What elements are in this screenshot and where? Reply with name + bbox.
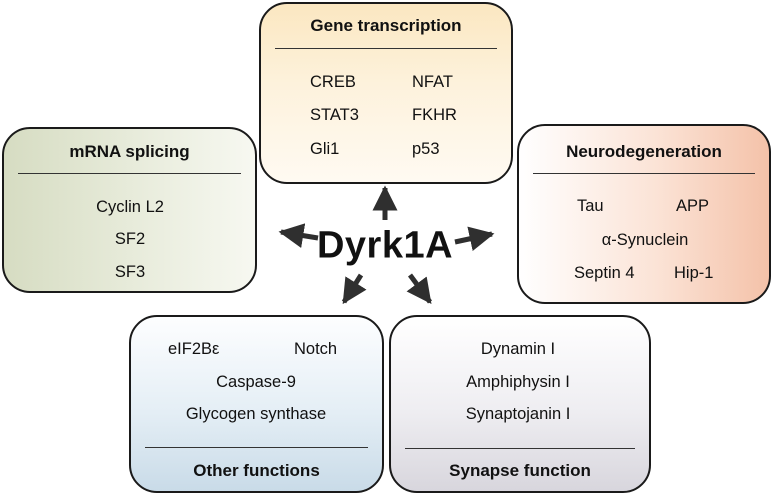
other-item-glycogen-synthase: Glycogen synthase (185, 405, 327, 423)
mrna-splicing-divider (18, 173, 241, 174)
mrna-item-cyclin-l2: Cyclin L2 (96, 198, 164, 216)
gene-transcription-divider (275, 48, 497, 49)
mrna-splicing-title: mRNA splicing (69, 142, 190, 161)
neuro-item-tau: Tau (577, 197, 604, 215)
synapse-item-amphiphysin-i: Amphiphysin I (466, 373, 570, 391)
other-functions-title: Other functions (193, 461, 320, 480)
synapse-function-title: Synapse function (449, 461, 591, 480)
mrna-splicing-box: mRNA splicing Cyclin L2 SF2 SF3 (2, 127, 257, 293)
gene-item-nfat: NFAT (412, 73, 453, 91)
other-functions-divider (145, 447, 368, 448)
other-functions-box: eIF2Bε Notch Caspase-9 Glycogen synthase… (129, 315, 384, 493)
gene-item-fkhr: FKHR (412, 106, 457, 124)
dyrk1a-label: Dyrk1A (316, 224, 454, 267)
neurodegeneration-box: Neurodegeneration Tau APP α-Synuclein Se… (517, 124, 771, 304)
neuro-item-alpha-synuclein: α-Synuclein (601, 231, 689, 249)
mrna-item-sf3: SF3 (114, 263, 146, 281)
gene-item-stat3: STAT3 (310, 106, 359, 124)
other-item-notch: Notch (294, 340, 338, 358)
neuro-item-hip-1: Hip-1 (674, 264, 714, 282)
gene-item-creb: CREB (310, 73, 356, 91)
gene-item-gli1: Gli1 (310, 140, 340, 158)
arrow-down-other-functions (341, 273, 367, 305)
synapse-function-box: Dynamin I Amphiphysin I Synaptojanin I S… (389, 315, 651, 493)
arrow-left-mrna-splicing (278, 223, 319, 248)
synapse-item-synaptojanin-i: Synaptojanin I (465, 405, 571, 423)
other-item-caspase-9: Caspase-9 (216, 373, 296, 391)
other-item-eif2b-epsilon: eIF2Bε (168, 340, 220, 358)
synapse-item-dynamin-i: Dynamin I (480, 340, 556, 358)
arrow-down-synapse-function (406, 273, 433, 305)
neuro-item-app: APP (676, 197, 710, 215)
neuro-item-septin-4: Septin 4 (574, 264, 635, 282)
arrow-right-neurodegeneration (454, 226, 495, 251)
gene-item-p53: p53 (412, 140, 440, 158)
gene-transcription-title: Gene transcription (310, 16, 462, 35)
synapse-function-divider (405, 448, 635, 449)
neurodegeneration-title: Neurodegeneration (566, 142, 722, 161)
gene-transcription-box: Gene transcription CREB NFAT STAT3 FKHR … (259, 2, 513, 184)
mrna-item-sf2: SF2 (114, 230, 146, 248)
neurodegeneration-divider (533, 173, 755, 174)
